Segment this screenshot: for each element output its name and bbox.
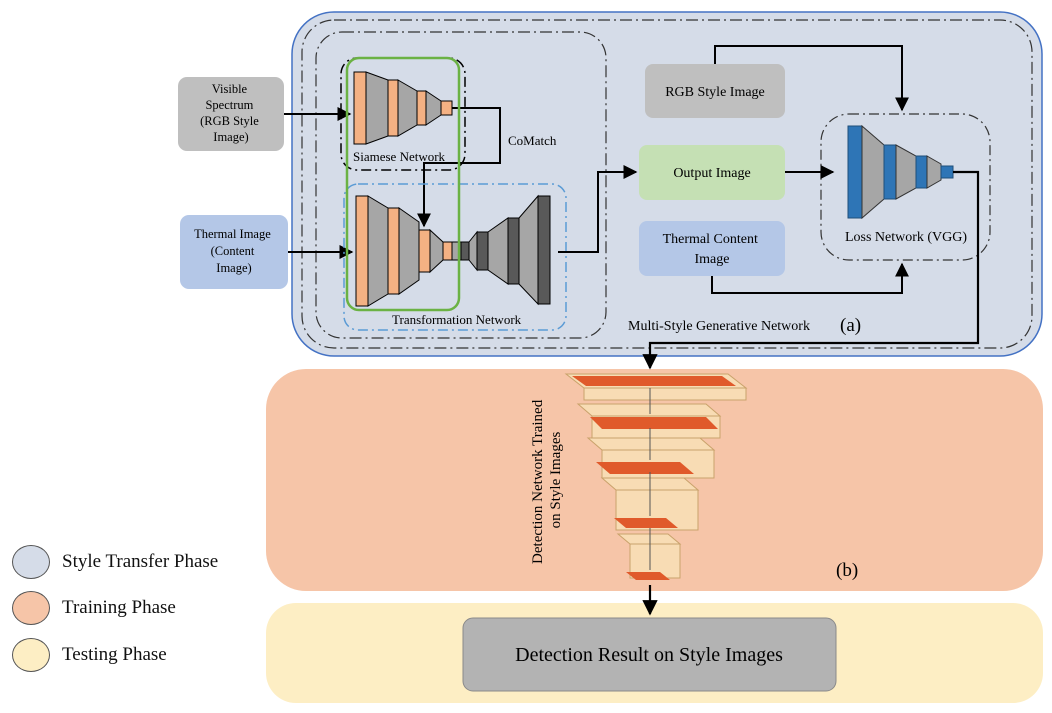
detection-result-box — [462, 617, 837, 692]
output-image-box — [639, 145, 785, 200]
loss-network-label: Loss Network (VGG) — [845, 230, 967, 245]
loss-network-frame — [820, 113, 991, 261]
loss-to-detection-arrow — [642, 170, 980, 370]
legend-testing: Testing Phase — [12, 637, 167, 673]
vgg-encoder — [847, 124, 954, 220]
legend-style-transfer-swatch — [12, 545, 50, 579]
thermal-content-image-box — [639, 221, 785, 276]
panel-a-tag: (a) — [840, 315, 861, 336]
legend-training-swatch — [12, 591, 50, 625]
transformation-frame — [343, 183, 567, 331]
legend-training-label: Training Phase — [62, 597, 176, 618]
output-image-label: Output Image — [673, 166, 750, 181]
visible-spectrum-box — [178, 77, 284, 151]
siamese-shared-frame — [345, 56, 461, 312]
legend-testing-label: Testing Phase — [62, 644, 167, 665]
rgb-style-image-label: RGB Style Image — [665, 85, 765, 100]
detection-result-label: Detection Result on Style Images — [515, 644, 783, 666]
rgb-style-image-box — [645, 64, 785, 118]
msg-network-frame-inner — [315, 31, 607, 339]
transform-to-output-arrow — [558, 165, 638, 253]
thermal-content-image-label: Thermal Content Image — [663, 232, 762, 267]
msg-network-caption: Multi-Style Generative Network — [628, 319, 810, 334]
thermal-image-label: Thermal Image (Content Image) — [194, 227, 274, 275]
detection-network-label: Detection Network Trained on Style Image… — [530, 396, 564, 564]
panel-b-tag: (b) — [836, 560, 858, 581]
msg-network-frame-outer — [301, 19, 1033, 349]
siamese-encoder — [353, 71, 453, 145]
visible-spectrum-label: Visible Spectrum (RGB Style Image) — [200, 82, 262, 144]
siamese-network-label: Siamese Network — [353, 149, 446, 164]
legend-training: Training Phase — [12, 590, 176, 626]
legend-testing-swatch — [12, 638, 50, 672]
rgb-style-to-loss-arrow — [714, 45, 909, 112]
thermal-content-to-loss-arrow — [711, 262, 909, 294]
comatch-label: CoMatch — [508, 133, 557, 148]
thermal-image-box — [180, 215, 288, 289]
detection-network-stack — [564, 373, 748, 580]
transformation-network-label: Transformation Network — [392, 312, 522, 327]
legend-style-transfer-label: Style Transfer Phase — [62, 551, 219, 572]
transformation-encoder-decoder — [355, 194, 551, 307]
legend-style-transfer: Style Transfer Phase — [12, 544, 218, 580]
